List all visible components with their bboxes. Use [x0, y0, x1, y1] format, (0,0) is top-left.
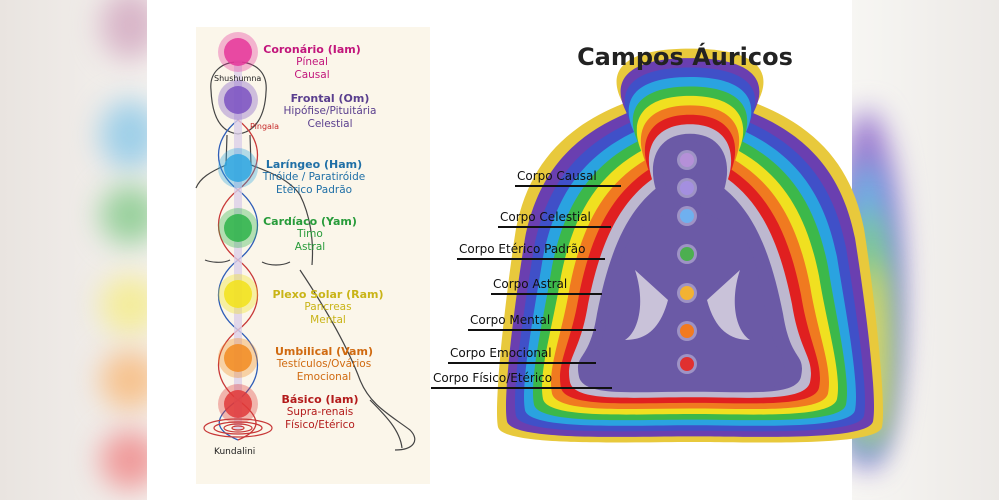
- meditating-body-figure: [589, 140, 785, 388]
- body-chakra-dot: [680, 153, 694, 167]
- layer-leader-line: [498, 226, 611, 228]
- human-figure-outline: [195, 61, 416, 451]
- chakra-frontal-text: Frontal (Om) Hipófise/Pituitária Celesti…: [283, 92, 377, 130]
- chakra-heart-text: Cardíaco (Yam) Timo Astral: [263, 215, 357, 253]
- layer-label-mental: Corpo Mental: [470, 313, 551, 327]
- layer-leader-line: [491, 293, 602, 295]
- chakra-crown-text: Coronário (Iam) Píneal Causal: [263, 43, 361, 81]
- layer-leader-line: [457, 258, 605, 260]
- chakra-circle: [224, 390, 252, 418]
- chakra-circle: [224, 86, 252, 114]
- aura-title: Campos Áuricos: [577, 43, 793, 71]
- chakra-circle: [224, 154, 252, 182]
- kundalini-spiral-icon: [203, 418, 273, 438]
- layer-label-etheric-template: Corpo Etérico Padrão: [459, 242, 586, 256]
- chakra-circle: [224, 38, 252, 66]
- shushumna-column: [234, 60, 242, 430]
- body-chakra-dots: [677, 150, 697, 374]
- layer-label-physical-etheric: Corpo Físico/Etérico: [433, 371, 553, 385]
- layer-label-emotional: Corpo Emocional: [450, 346, 552, 360]
- chakra-throat-text: Laríngeo (Ham) Tiróide / Paratiróide Eté…: [262, 158, 366, 196]
- chakra-solar-text: Plexo Solar (Ram) Pancreas Mental: [272, 288, 384, 326]
- layer-leader-line: [448, 362, 596, 364]
- body-chakra-dot: [680, 357, 694, 371]
- kundalini-label: Kundalini: [214, 447, 256, 457]
- layer-label-causal: Corpo Causal: [517, 169, 597, 183]
- blurred-left-border: [0, 0, 147, 500]
- body-chakra-dot: [680, 286, 694, 300]
- chakra-circle: [224, 280, 252, 308]
- layer-label-celestial: Corpo Celestial: [500, 210, 591, 224]
- body-chakra-dot: [680, 247, 694, 261]
- chakra-sacral-text: Umbilical (Vam) Testículos/Ovários Emoci…: [275, 345, 373, 383]
- pingala-label: Pingala: [250, 122, 280, 131]
- body-chakra-dot: [680, 209, 694, 223]
- shushumna-label: Shushumna: [214, 74, 262, 83]
- layer-leader-line: [468, 329, 596, 331]
- layer-leader-line: [431, 387, 612, 389]
- body-chakra-dot: [680, 181, 694, 195]
- chakra-circle: [224, 344, 252, 372]
- body-chakra-dot: [680, 324, 694, 338]
- chakra-root-text: Básico (Iam) Supra-renais Físico/Etérico: [281, 393, 359, 431]
- chakra-circles: [218, 32, 258, 424]
- layer-label-astral: Corpo Astral: [493, 277, 568, 291]
- chakra-circle: [224, 214, 252, 242]
- layer-leader-line: [515, 185, 621, 187]
